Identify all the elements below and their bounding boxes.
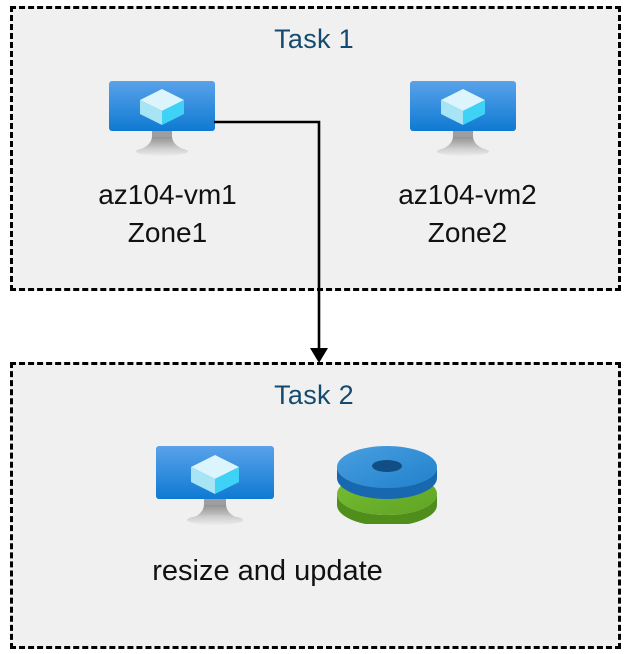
azure-virtual-machine-icon [155, 445, 275, 527]
azure-managed-disks-icon [333, 442, 441, 526]
vm2-label: az104-vm2 Zone2 [398, 179, 537, 248]
task-1-title: Task 1 [274, 24, 354, 54]
azure-virtual-machine-icon [409, 80, 517, 158]
task-2-caption: resize and update [152, 555, 383, 587]
task-2-container [10, 362, 621, 649]
azure-virtual-machine-icon [108, 80, 216, 158]
vm1-label: az104-vm1 Zone1 [98, 179, 237, 248]
task-2-title: Task 2 [274, 380, 354, 410]
